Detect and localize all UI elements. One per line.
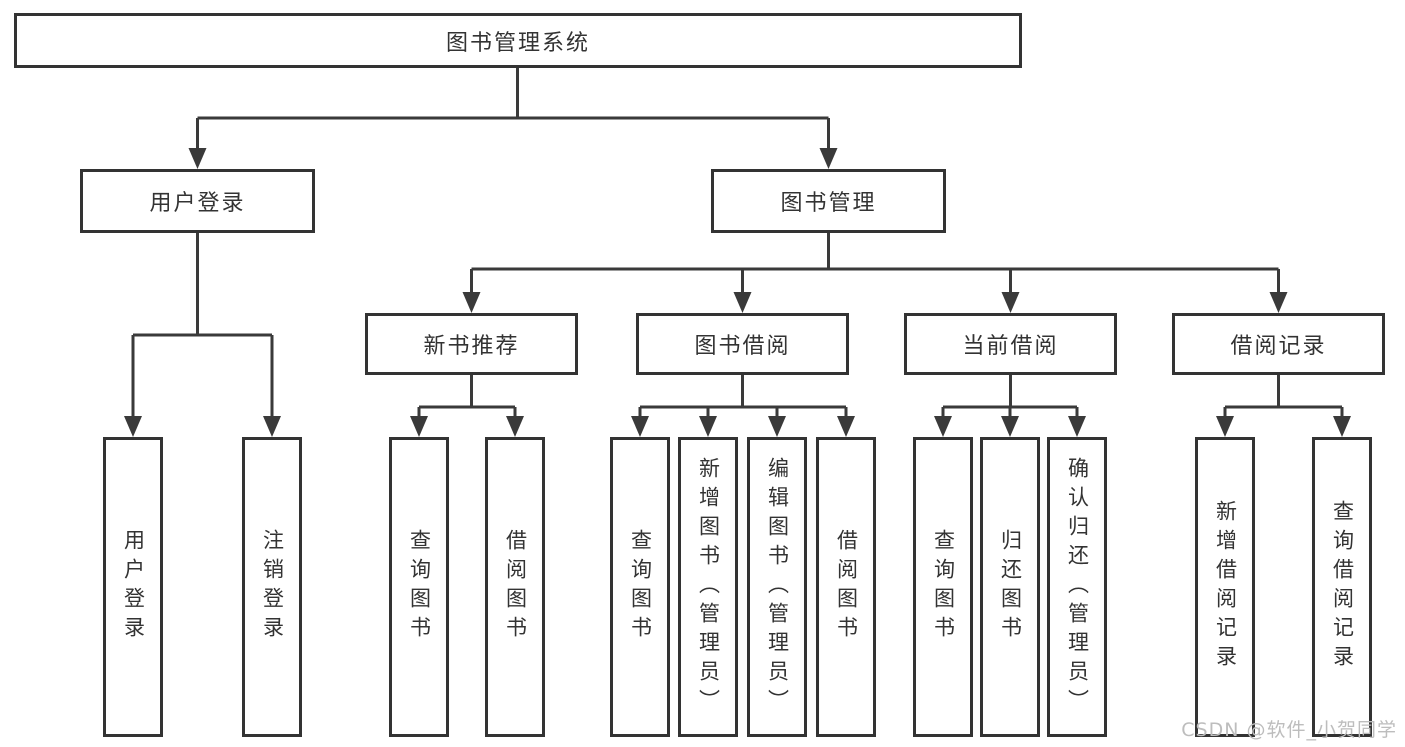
leaf-borrow-books-borrowing: 借阅图书 [816,437,876,737]
leaf-query-borrow-record: 查询借阅记录 [1312,437,1372,737]
tree-connector-path [131,68,1344,418]
leaf-return-books: 归还图书 [980,437,1040,737]
arrowhead-icon [1001,416,1019,437]
node-label: 新增图书（管理员） [696,456,721,718]
leaf-edit-book-admin: 编辑图书（管理员） [747,437,807,737]
leaf-add-book-admin: 新增图书（管理员） [678,437,738,737]
node-label: 确认归还（管理员） [1065,456,1090,718]
node-book-management: 图书管理 [711,169,946,233]
node-label: 图书借阅 [694,334,791,359]
leaf-query-books-borrowing: 查询图书 [610,437,670,737]
arrowhead-icon [768,416,786,437]
arrowhead-icon [506,416,524,437]
node-label: 借阅图书 [834,529,859,645]
arrowhead-icon [1001,292,1020,313]
arrowhead-icon [631,416,649,437]
node-label: 图书管理系统 [445,30,590,56]
node-label: 新增借阅记录 [1213,500,1238,674]
node-label: 新书推荐 [423,334,520,359]
node-user-login: 用户登录 [80,169,315,233]
arrowhead-icon [1216,416,1234,437]
leaf-add-borrow-record: 新增借阅记录 [1195,437,1255,737]
leaf-query-books-recommend: 查询图书 [389,437,449,737]
arrowhead-icon [837,416,855,437]
arrowhead-icon [263,416,281,437]
arrowhead-icon [819,148,838,169]
arrowhead-icon [934,416,952,437]
node-borrowing-records: 借阅记录 [1172,313,1385,375]
leaf-query-books-current: 查询图书 [913,437,973,737]
node-label: 图书管理 [780,191,877,216]
node-book-borrowing: 图书借阅 [636,313,849,375]
leaf-borrow-books-recommend: 借阅图书 [485,437,545,737]
node-library-system: 图书管理系统 [14,13,1022,68]
leaf-user-login: 用户登录 [103,437,163,737]
arrowhead-icon [410,416,428,437]
arrowhead-icon [1333,416,1351,437]
arrowhead-icon [1269,292,1288,313]
arrowhead-icon [733,292,752,313]
node-label: 查询图书 [407,529,432,645]
node-label: 借阅图书 [503,529,528,645]
node-label: 查询图书 [931,529,956,645]
node-label: 用户登录 [149,191,246,216]
watermark: CSDN @软件_小贺同学 [1181,719,1397,741]
node-label: 查询图书 [628,529,653,645]
node-label: 借阅记录 [1230,334,1327,359]
arrowhead-icon [1068,416,1086,437]
node-label: 当前借阅 [962,334,1059,359]
arrowhead-icon [462,292,481,313]
node-new-book-recommend: 新书推荐 [365,313,578,375]
node-label: 编辑图书（管理员） [765,456,790,718]
node-label: 注销登录 [260,529,285,645]
leaf-confirm-return-admin: 确认归还（管理员） [1047,437,1107,737]
arrowhead-icon [699,416,717,437]
arrowhead-icon [124,416,142,437]
node-label: 查询借阅记录 [1330,500,1355,674]
leaf-logout: 注销登录 [242,437,302,737]
node-label: 用户登录 [121,529,146,645]
arrowhead-icon [188,148,207,169]
node-label: 归还图书 [998,529,1023,645]
node-current-borrowing: 当前借阅 [904,313,1117,375]
